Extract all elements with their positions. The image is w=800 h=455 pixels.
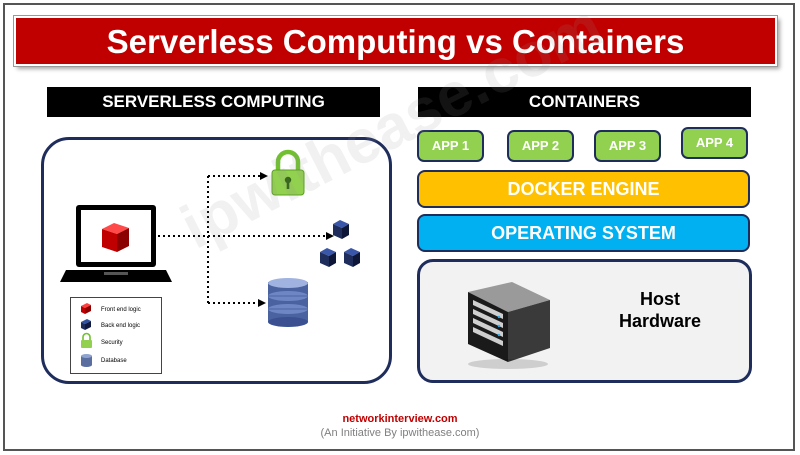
footer-site[interactable]: networkinterview.com — [342, 413, 458, 425]
front-end-cube-icon — [102, 223, 129, 252]
legend-label-back-end: Back end logic — [101, 323, 141, 329]
host-label-line2: Hardware — [618, 311, 702, 331]
arrowheads — [258, 172, 334, 307]
operating-system-bar: OPERATING SYSTEM — [417, 214, 750, 252]
legend-lock-icon — [81, 332, 92, 348]
legend-blue-cube-icon — [81, 319, 91, 330]
host-label-line1: Host — [640, 289, 680, 309]
legend-red-cube-icon — [81, 303, 91, 314]
security-lock-icon — [271, 149, 305, 196]
app-3-box: APP 3 — [594, 130, 661, 162]
app-4-box: APP 4 — [681, 127, 748, 159]
page-title: Serverless Computing vs Containers — [13, 15, 778, 67]
dotted-connectors — [158, 175, 328, 304]
app-2-box: APP 2 — [507, 130, 574, 162]
legend-database-icon — [81, 354, 92, 367]
serverless-header: SERVERLESS COMPUTING — [47, 87, 380, 117]
docker-engine-bar: DOCKER ENGINE — [417, 170, 750, 208]
footer-subtitle: (An Initiative By ipwithease.com) — [320, 427, 480, 439]
legend: Front end logic Back end logic Security … — [70, 297, 162, 374]
server-icon — [468, 282, 550, 369]
host-hardware-label: Host Hardware — [590, 288, 730, 332]
legend-label-security: Security — [101, 340, 123, 346]
back-end-cubes-icon — [320, 220, 360, 267]
database-icon — [268, 278, 308, 327]
containers-header: CONTAINERS — [418, 87, 751, 117]
legend-label-front-end: Front end logic — [101, 307, 141, 313]
app-1-box: APP 1 — [417, 130, 484, 162]
legend-label-database: Database — [101, 358, 127, 364]
